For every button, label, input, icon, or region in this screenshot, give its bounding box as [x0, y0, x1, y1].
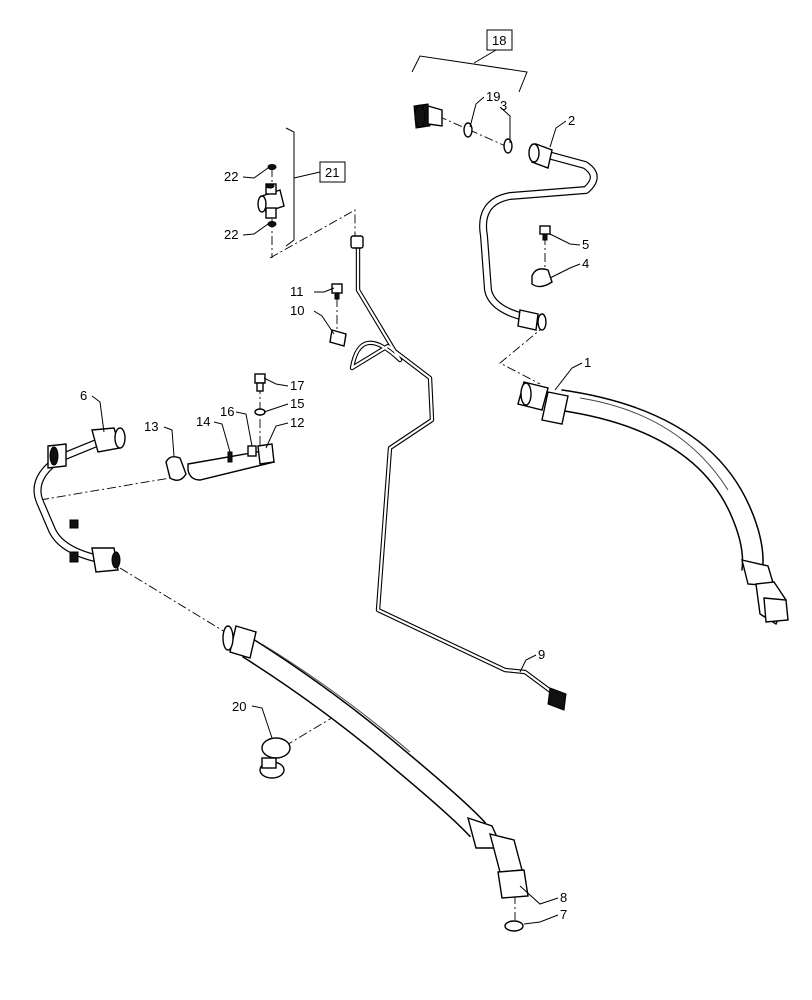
part-15-washer — [254, 408, 266, 416]
group-18-bracket — [411, 49, 528, 93]
part-2-tube — [479, 143, 598, 331]
callout-18-box: 18 — [486, 29, 513, 51]
part-14-pin — [227, 451, 233, 463]
callout-21-box: 21 — [319, 161, 346, 183]
callout-9: 9 — [538, 647, 545, 662]
callout-12: 12 — [290, 415, 304, 430]
part-1-hose — [517, 381, 789, 626]
part-17-bolt — [254, 373, 266, 392]
part-22-ring-lower — [267, 221, 277, 227]
callout-22-lower: 22 — [224, 227, 238, 242]
callout-11: 11 — [290, 284, 304, 299]
part-20-clamp — [259, 737, 291, 779]
part-11-bolt — [331, 283, 343, 300]
callout-1: 1 — [584, 355, 591, 370]
callout-6: 6 — [80, 388, 87, 403]
callout-8: 8 — [560, 890, 567, 905]
part-5-bolt — [539, 225, 551, 241]
part-22-ring-upper — [267, 164, 277, 170]
callout-18: 18 — [492, 33, 506, 48]
callout-14: 14 — [196, 414, 210, 429]
callout-5: 5 — [582, 237, 589, 252]
part-3-o-ring — [503, 138, 513, 154]
part-4-clamp — [531, 268, 553, 288]
part-21-tee — [257, 183, 285, 219]
callout-22-upper: 22 — [224, 169, 238, 184]
callout-21: 21 — [325, 165, 339, 180]
callout-4: 4 — [582, 256, 589, 271]
part-8-hose — [222, 625, 529, 899]
callout-13: 13 — [144, 419, 158, 434]
group-21-bracket — [285, 127, 321, 247]
part-16-bolt — [247, 445, 257, 457]
part-18-fitting — [413, 103, 443, 129]
callout-10: 10 — [290, 303, 304, 318]
callout-19: 19 — [486, 89, 500, 104]
part-9-line — [349, 235, 567, 711]
callout-17: 17 — [290, 378, 304, 393]
center-lines — [39, 115, 547, 920]
part-6-tube — [33, 427, 126, 573]
callout-15: 15 — [290, 396, 304, 411]
callout-2: 2 — [568, 113, 575, 128]
callout-20: 20 — [232, 699, 246, 714]
callout-3: 3 — [500, 98, 507, 113]
callout-7: 7 — [560, 907, 567, 922]
callout-labels: 1 2 3 4 5 6 7 8 9 10 11 12 13 14 15 16 1… — [80, 89, 591, 922]
part-7-o-ring — [504, 920, 524, 932]
part-13-cap — [165, 455, 187, 481]
callout-16: 16 — [220, 404, 234, 419]
leader-lines — [91, 96, 583, 925]
